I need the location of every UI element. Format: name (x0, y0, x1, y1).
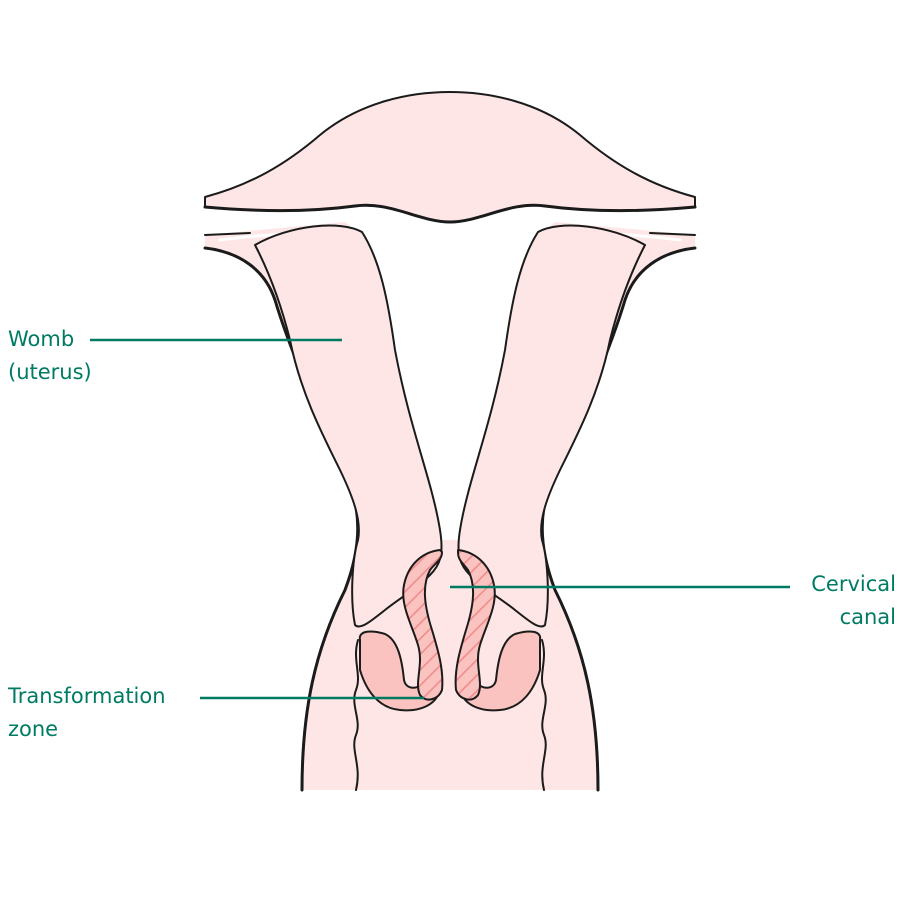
transformation-zone-label: Transformation zone (8, 680, 166, 746)
transformation-zone-label-line1: Transformation (8, 684, 166, 708)
left-tube-line (204, 232, 251, 236)
right-tube-line (649, 232, 696, 236)
right-uterine-wall (457, 224, 646, 628)
fundus-lower-edge (203, 203, 697, 224)
right-vaginal-wall (541, 639, 547, 791)
womb-label: Womb (uterus) (8, 323, 92, 389)
cervical-canal-label-line2: canal (839, 605, 896, 629)
left-uterine-wall (254, 224, 443, 628)
left-transformation-zone (402, 549, 444, 701)
cervical-canal-label: Cervical canal (811, 568, 896, 634)
uterine-fundus (204, 91, 696, 223)
cervical-canal-label-line1: Cervical (811, 572, 896, 596)
transformation-zone-label-line2: zone (8, 717, 59, 741)
left-vaginal-wall (353, 639, 359, 791)
womb-label-line1: Womb (8, 327, 75, 351)
womb-label-line2: (uterus) (8, 360, 92, 384)
